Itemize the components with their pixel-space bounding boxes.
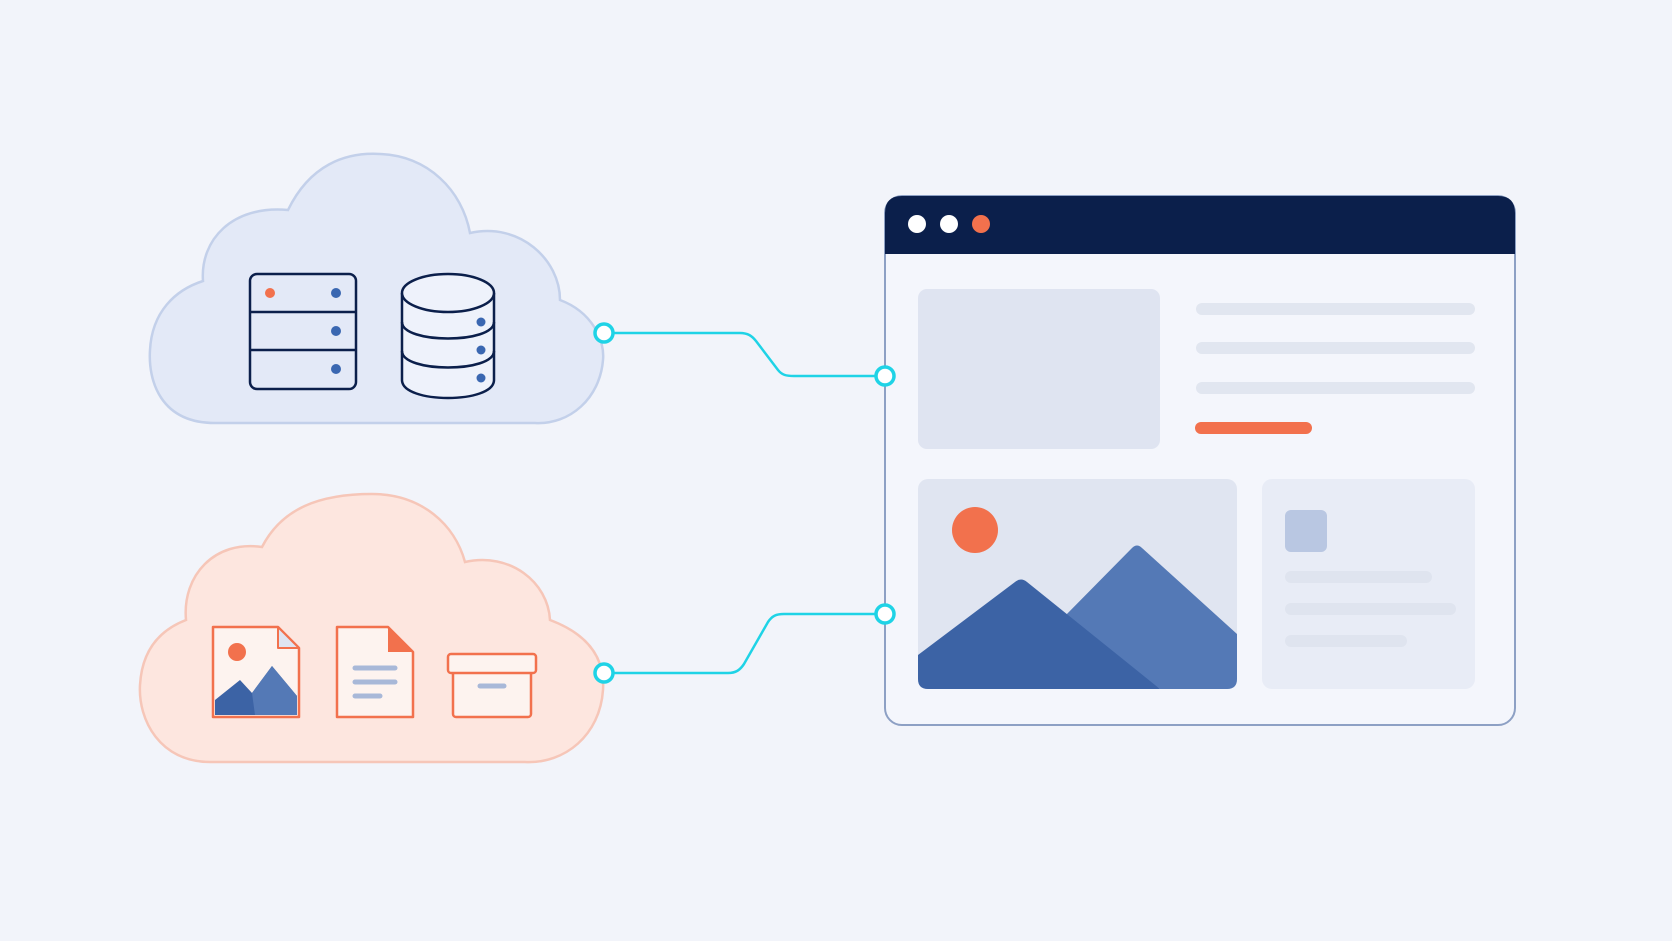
browser-window [884,195,1516,726]
server-cloud [148,152,605,425]
connector-node [593,322,615,344]
window-dot-white-1 [908,215,926,233]
server-cloud-shape [148,152,605,425]
text-lines [1196,303,1475,394]
connectors [604,331,885,675]
connector-media-to-browser [604,612,885,675]
side-card-avatar [1285,510,1327,552]
browser-titlebar [885,196,1515,254]
window-dot-white-2 [940,215,958,233]
image-file-icon [211,625,301,719]
document-icon [335,625,415,719]
sun-icon [952,507,998,553]
archive-box-icon [446,652,538,719]
server-rack-icon [248,272,358,391]
connector-node [593,662,615,684]
connector-nodes [593,322,615,684]
window-dot-orange [972,215,990,233]
database-icon [400,272,496,400]
connector-node [874,365,896,387]
hero-placeholder [918,289,1160,449]
mountain-front [918,579,1160,689]
media-storage-cloud [138,492,605,764]
browser-connector-nodes [874,365,896,625]
connector-node [874,603,896,625]
side-card [1262,479,1475,689]
image-card [918,479,1237,689]
connector-server-to-browser [604,331,885,378]
mountain-back [1061,545,1237,689]
